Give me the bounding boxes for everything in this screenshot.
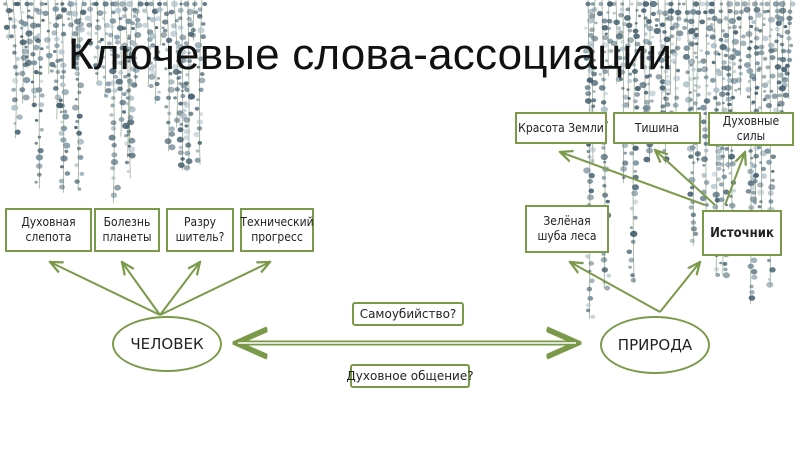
arrow-source-to-earth-beauty xyxy=(560,152,705,205)
node-tech-progress: Технический прогресс xyxy=(240,208,314,252)
node-green-coat: Зелёная шуба леса xyxy=(525,205,609,253)
node-destroyer: Разру шитель? xyxy=(166,208,234,252)
arrow-human-to-spiritual-blindness xyxy=(50,262,160,315)
arrow-human-to-tech-progress xyxy=(160,262,270,315)
arrow-source-to-spiritual-forces xyxy=(725,152,745,205)
label-spiritual-communion: Духовное общение? xyxy=(350,364,470,388)
node-silence: Тишина xyxy=(613,112,701,144)
arrow-human-to-planet-disease xyxy=(122,262,160,315)
arrow-nature-to-green-coat xyxy=(570,262,660,312)
node-spiritual-forces: Духовные силы xyxy=(708,112,794,146)
node-earth-beauty: Красота Земли xyxy=(515,112,607,144)
node-spiritual-blindness: Духовная слепота xyxy=(5,208,92,252)
arrow-human-to-destroyer xyxy=(160,262,200,315)
node-planet-disease: Болезнь планеты xyxy=(94,208,160,252)
node-source: Источник xyxy=(702,210,782,256)
label-suicide: Самоубийство? xyxy=(352,302,464,326)
arrow-nature-to-source xyxy=(660,262,700,312)
node-nature: ПРИРОДА xyxy=(600,316,710,374)
node-human: ЧЕЛОВЕК xyxy=(112,316,222,372)
